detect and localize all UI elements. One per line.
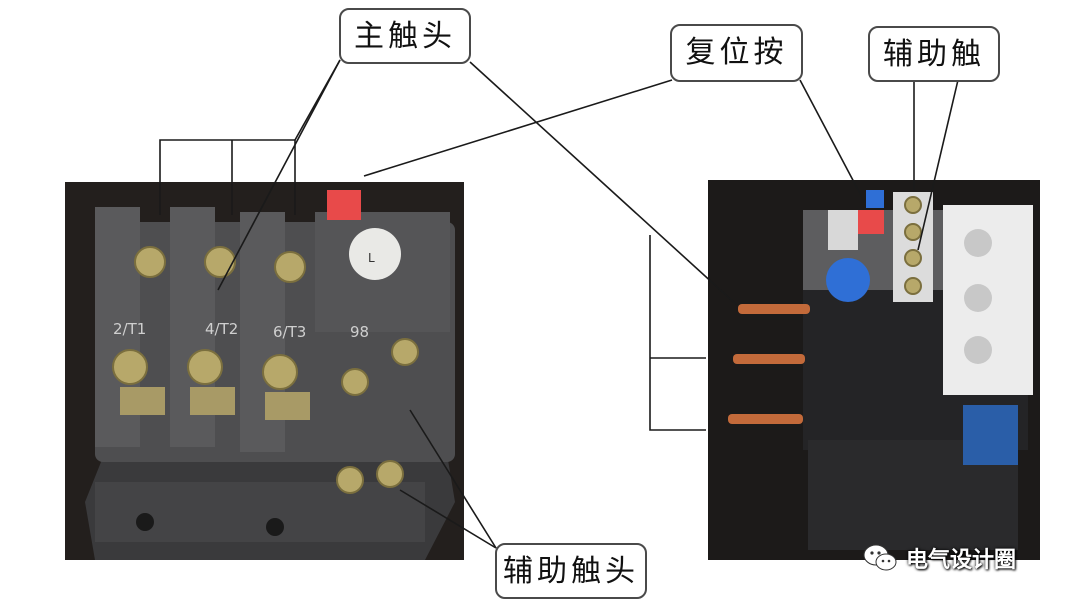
right-relay-photo [708, 180, 1040, 560]
reset-button-callout: 复位按 [670, 24, 803, 82]
watermark: 电气设计圈 [862, 538, 1062, 578]
main-contact-callout: 主触头 [339, 8, 471, 64]
terminal-label-1: 2/T1 [113, 320, 146, 338]
terminal-label-2: 4/T2 [205, 320, 238, 338]
aux-contact-bottom-callout: 辅助触头 [495, 543, 647, 599]
wechat-icon [863, 544, 897, 571]
watermark-text: 电气设计圈 [906, 548, 1017, 573]
svg-text:L: L [368, 251, 375, 265]
left-relay-photo: L 2/T1 4/T2 6/T3 98 [65, 182, 464, 560]
terminal-label-3: 6/T3 [273, 323, 306, 341]
terminal-label-4: 98 [350, 323, 369, 341]
aux-contact-top-callout: 辅助触 [868, 26, 1000, 82]
